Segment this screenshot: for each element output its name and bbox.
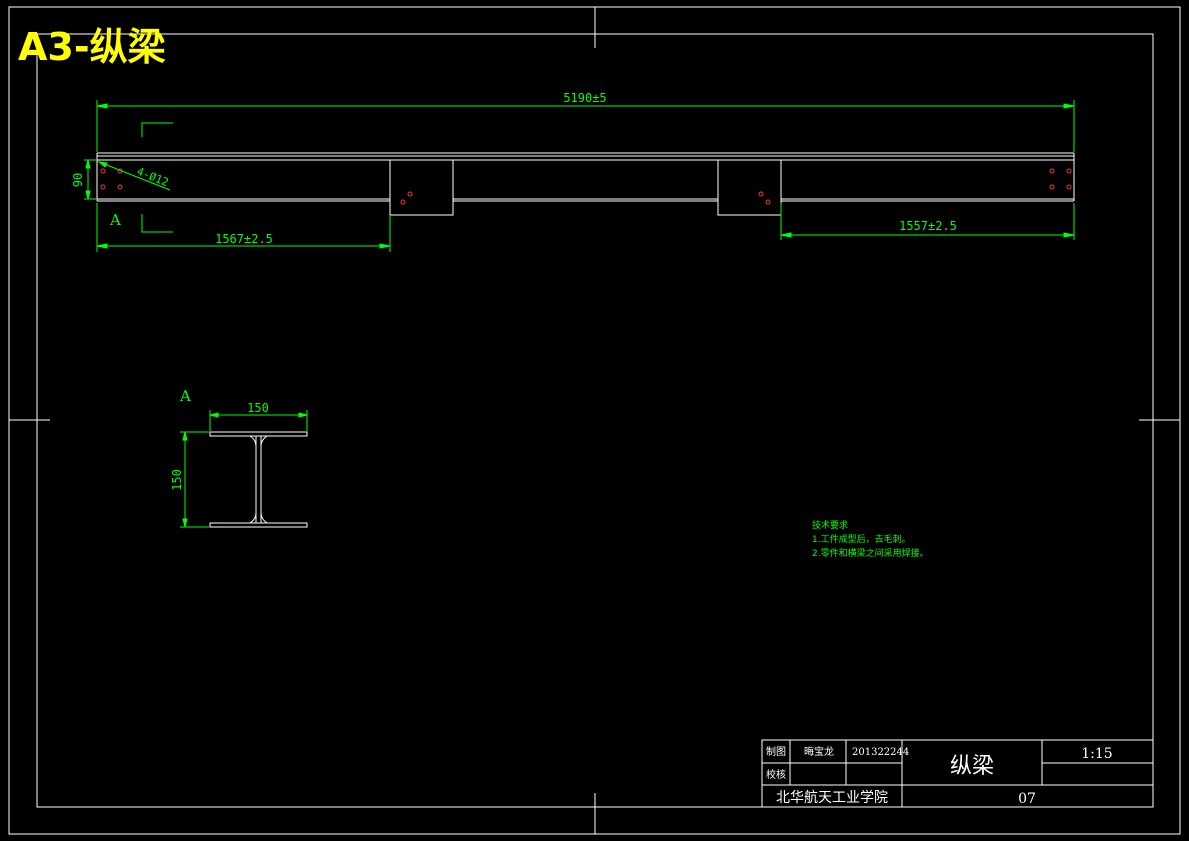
section-view-label: A	[179, 387, 191, 405]
dim-section-height-text: 150	[170, 469, 184, 491]
dim-overall-text: 5190±5	[563, 91, 606, 105]
hole-callout-text: 4-Ø12	[135, 165, 171, 189]
dim-section-width	[209, 410, 308, 431]
sheet-title: A3-纵梁	[18, 25, 166, 69]
drawing-number: 07	[1018, 791, 1036, 807]
dim-height	[84, 159, 96, 200]
dim-section-width-text: 150	[247, 401, 269, 415]
scale: 1:15	[1081, 746, 1112, 762]
section-marker	[141, 122, 173, 233]
drawn-label: 制图	[766, 745, 786, 758]
tech-req-line1: 1.工件成型后，去毛刺。	[812, 533, 911, 545]
tech-req-line2: 2.零件和横梁之间采用焊接。	[812, 547, 929, 559]
title-block	[761, 739, 1154, 808]
bolt-holes	[100, 168, 1072, 205]
dim-overall	[96, 100, 1075, 152]
dim-left-text: 1567±2.5	[215, 232, 273, 246]
school-name: 北华航天工业学院	[776, 790, 888, 806]
dim-right-text: 1557±2.5	[899, 219, 957, 233]
part-name: 纵梁	[950, 754, 994, 779]
hole-leader	[97, 161, 171, 191]
dim-right	[780, 203, 1075, 240]
inner-frame	[36, 33, 1154, 808]
centering-marks	[9, 7, 1180, 834]
i-beam-section	[209, 431, 308, 528]
dim-height-text: 90	[71, 173, 85, 187]
dim-section-height	[180, 431, 209, 528]
drawn-by: 晦宝龙	[804, 745, 834, 758]
beam-elevation	[96, 152, 1075, 216]
section-marker-label: A	[109, 211, 121, 229]
dim-left	[96, 203, 391, 252]
check-label: 校核	[766, 768, 786, 781]
tech-req-heading: 技术要求	[812, 519, 848, 531]
outer-frame	[8, 6, 1181, 835]
student-id: 201322244	[852, 747, 909, 758]
